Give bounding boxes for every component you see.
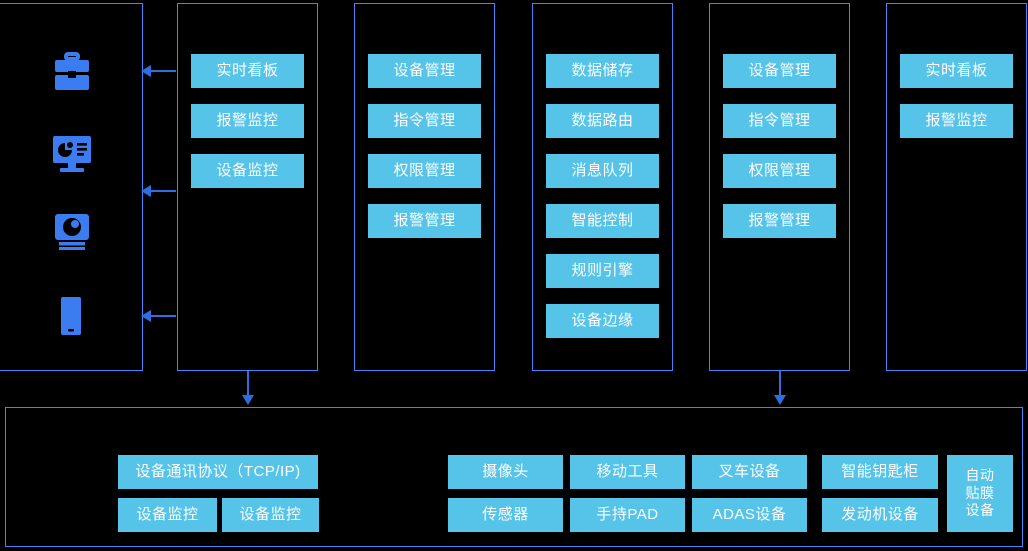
chip-message-queue[interactable]: 消息队列 (546, 154, 659, 188)
chip-alarm-monitoring[interactable]: 报警监控 (191, 104, 304, 138)
camera-icon (55, 214, 89, 250)
chip-auto-film-device[interactable]: 自动 贴膜 设备 (947, 455, 1013, 532)
chip-permission-management[interactable]: 权限管理 (368, 154, 481, 188)
chip-device-monitoring[interactable]: 设备监控 (191, 154, 304, 188)
chip-auto-film-line-1: 自动 (965, 467, 995, 484)
chip-auto-film-line-2: 贴膜 (965, 484, 995, 501)
monitor-dashboard-icon (53, 136, 91, 172)
chip-device-management[interactable]: 设备管理 (368, 54, 481, 88)
chip-data-routing[interactable]: 数据路由 (546, 104, 659, 138)
mobile-phone-icon (61, 297, 81, 335)
chip-sensor[interactable]: 传感器 (448, 498, 563, 532)
chip-alarm-management[interactable]: 报警管理 (368, 204, 481, 238)
chip-command-management[interactable]: 指令管理 (368, 104, 481, 138)
chip-engine-device[interactable]: 发动机设备 (822, 498, 938, 532)
chip-device-monitoring-bottom-2[interactable]: 设备监控 (222, 498, 319, 532)
chip-command-management-2[interactable]: 指令管理 (723, 104, 836, 138)
chip-data-storage[interactable]: 数据储存 (546, 54, 659, 88)
chip-device-monitoring-bottom-1[interactable]: 设备监控 (118, 498, 217, 532)
chip-device-edge[interactable]: 设备边缘 (546, 304, 659, 338)
chip-rule-engine[interactable]: 规则引擎 (546, 254, 659, 288)
toolbox-icon (55, 52, 89, 90)
chip-forklift-device[interactable]: 叉车设备 (692, 455, 807, 489)
chip-realtime-dashboard[interactable]: 实时看板 (191, 54, 304, 88)
chip-smart-control[interactable]: 智能控制 (546, 204, 659, 238)
chip-realtime-dashboard-2[interactable]: 实时看板 (900, 54, 1013, 88)
chip-camera[interactable]: 摄像头 (448, 455, 563, 489)
chip-adas-device[interactable]: ADAS设备 (692, 498, 807, 532)
chip-device-comm-protocol[interactable]: 设备通讯协议（TCP/IP) (118, 455, 318, 489)
chip-alarm-monitoring-2[interactable]: 报警监控 (900, 104, 1013, 138)
chip-device-management-2[interactable]: 设备管理 (723, 54, 836, 88)
chip-auto-film-line-3: 设备 (965, 502, 995, 519)
chip-smart-key-cabinet[interactable]: 智能钥匙柜 (822, 455, 938, 489)
chip-mobile-tool[interactable]: 移动工具 (570, 455, 685, 489)
chip-permission-management-2[interactable]: 权限管理 (723, 154, 836, 188)
chip-handheld-pad[interactable]: 手持PAD (570, 498, 685, 532)
chip-alarm-management-2[interactable]: 报警管理 (723, 204, 836, 238)
